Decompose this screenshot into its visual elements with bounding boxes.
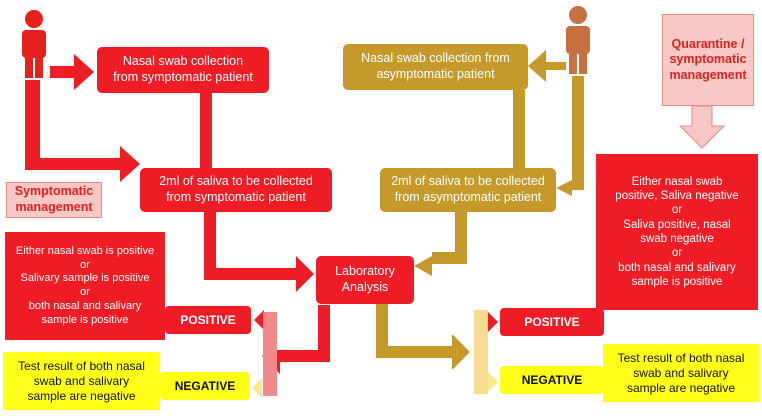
person-to-saliva-arrow: [25, 80, 140, 182]
laboratory-analysis-box: Laboratory Analysis: [316, 256, 414, 304]
negative-pointer-arrow: [252, 378, 262, 398]
asymptomatic-positive-label: POSITIVE: [500, 308, 604, 336]
symptomatic-arrows: [25, 54, 330, 374]
nasal-to-saliva-connector: [513, 90, 525, 168]
asymptomatic-arrows: [376, 50, 584, 370]
symptomatic-negative-label: NEGATIVE: [160, 372, 250, 400]
asymptomatic-negative-label: NEGATIVE: [500, 366, 604, 394]
quarantine-management-box: Quarantine / symptomatic management: [662, 14, 754, 106]
nasal-swab-symptomatic-box: Nasal swab collection from symptomatic p…: [97, 47, 269, 93]
down-arrow-quarantine: [678, 105, 726, 149]
positive-pointer-arrow: [488, 312, 498, 332]
nasal-to-saliva-connector: [200, 93, 212, 168]
lab-to-result-arrow: [376, 303, 470, 370]
person-icon: [566, 6, 590, 74]
symptomatic-positive-criteria-box: Either nasal swab is positive or Salivar…: [5, 232, 165, 340]
lab-to-result-arrow: [262, 305, 330, 374]
person-to-saliva-arrow: [556, 76, 584, 196]
nasal-swab-asymptomatic-box: Nasal swab collection from asymptomatic …: [343, 44, 528, 90]
symptomatic-negative-result-box: Test result of both nasal swab and saliv…: [3, 352, 160, 410]
saliva-asymptomatic-box: 2ml of saliva to be collected from asymp…: [380, 168, 556, 212]
asymptomatic-positive-criteria-box: Either nasal swab positive, Saliva negat…: [596, 154, 758, 310]
saliva-to-lab-arrow: [204, 212, 314, 292]
negative-pointer-arrow: [488, 372, 498, 392]
symptomatic-management-box: Symptomatic management: [6, 182, 102, 218]
person-to-nasal-arrow: [528, 50, 566, 82]
split-bar-gold: [474, 310, 488, 394]
asymptomatic-negative-result-box: Test result of both nasal swab and saliv…: [603, 344, 759, 402]
person-to-nasal-arrow: [50, 54, 94, 90]
symptomatic-positive-label: POSITIVE: [165, 306, 251, 334]
person-icon: [22, 10, 46, 78]
split-bar-red: [263, 312, 277, 396]
saliva-to-lab-arrow: [414, 212, 467, 276]
saliva-symptomatic-box: 2ml of saliva to be collected from sympt…: [140, 168, 332, 212]
